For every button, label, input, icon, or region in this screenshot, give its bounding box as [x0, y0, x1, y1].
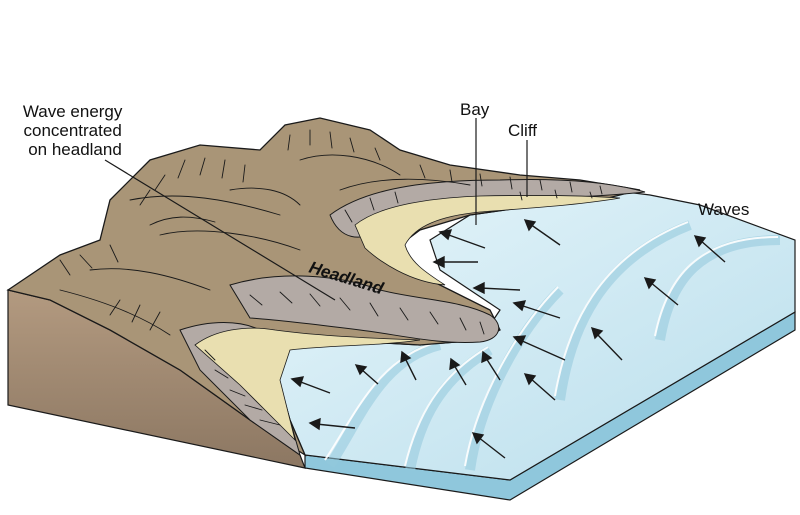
arrow-icon — [523, 373, 556, 401]
arrow-icon — [290, 376, 331, 394]
terrain-hachures — [59, 129, 603, 426]
label-wave-energy: Wave energy concentrated on headland — [23, 102, 127, 159]
arrow-icon — [400, 350, 417, 381]
lower-beach — [194, 327, 421, 442]
arrow-icon — [472, 281, 521, 295]
arrow-icon — [643, 277, 679, 306]
arrow-icon — [438, 229, 486, 249]
leader-lines — [104, 118, 528, 301]
wave-crests — [325, 220, 781, 471]
wave-crest-lines — [324, 221, 779, 467]
label-cliff: Cliff — [508, 121, 537, 140]
headland-cliff — [229, 275, 500, 343]
arrow-icon — [471, 432, 506, 459]
arrow-icon — [523, 219, 561, 246]
arrow-icon — [693, 235, 726, 263]
arrow-icon — [308, 417, 356, 431]
arrow-icon — [449, 357, 467, 386]
arrow-icon — [512, 300, 561, 319]
label-waves: Waves — [698, 200, 749, 219]
arrow-icon — [481, 350, 501, 381]
wave-arrows — [290, 219, 726, 459]
arrow-icon — [354, 364, 379, 385]
arrow-icon — [432, 255, 478, 269]
arrow-icon — [590, 326, 623, 361]
bay-beach — [354, 195, 621, 286]
arrow-icon — [512, 335, 566, 361]
label-bay: Bay — [460, 100, 490, 119]
